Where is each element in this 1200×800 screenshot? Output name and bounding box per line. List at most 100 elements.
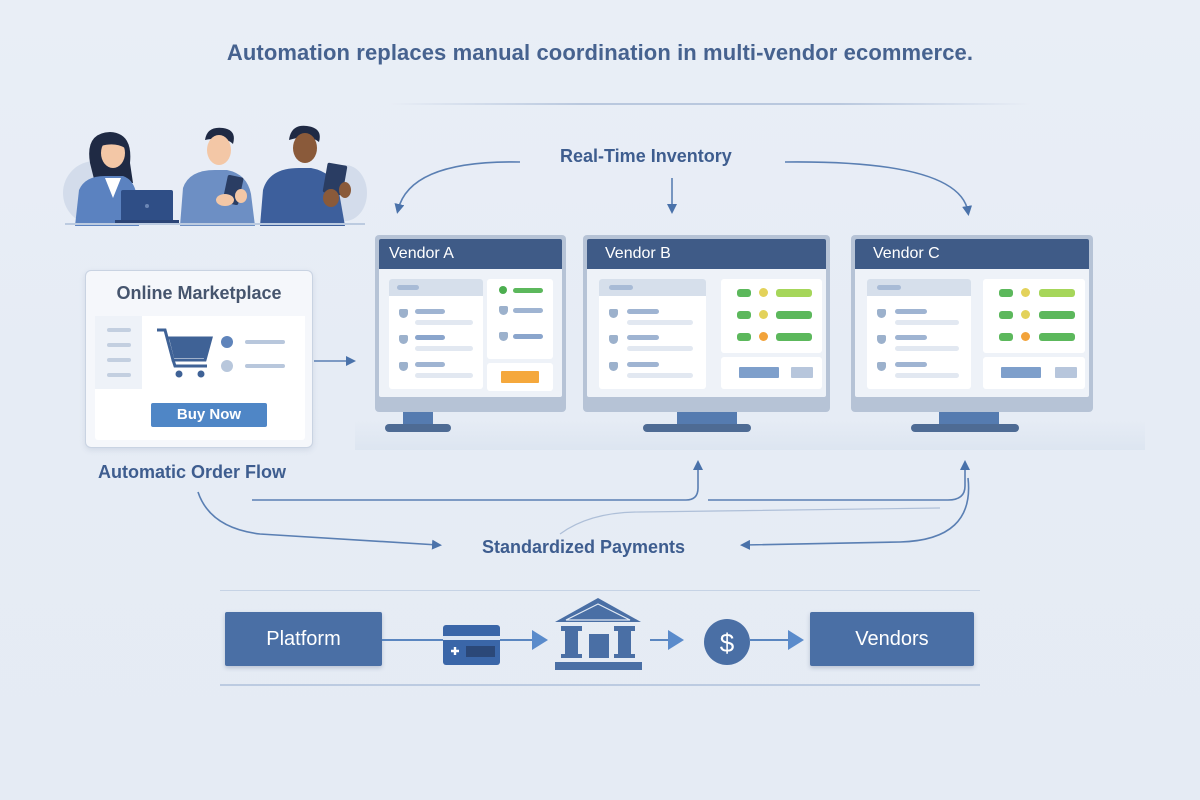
customers-illustration <box>63 125 367 226</box>
action-button[interactable] <box>501 371 539 383</box>
shield-check-icon <box>399 309 408 318</box>
status-bar <box>1039 311 1075 319</box>
monitor-stand <box>677 412 737 426</box>
buy-now-button[interactable]: Buy Now <box>151 403 267 427</box>
status-indicator <box>737 333 751 341</box>
monitor-screen: Vendor B <box>587 239 826 397</box>
monitor-base <box>911 424 1019 432</box>
list-line <box>895 335 927 340</box>
list-line <box>415 335 445 340</box>
list-line <box>627 373 693 378</box>
status-dot <box>759 288 768 297</box>
shield-check-icon <box>499 306 508 315</box>
vendor-a-monitor: Vendor A <box>375 235 566 435</box>
order-arrow-to-vendor-b <box>252 460 703 501</box>
marketplace-content: Buy Now <box>95 316 305 440</box>
list-line <box>415 362 445 367</box>
status-indicator <box>999 333 1013 341</box>
diagram-title: Automation replaces manual coordination … <box>226 40 974 65</box>
list-line <box>895 320 959 325</box>
flow-arrowhead <box>788 630 804 650</box>
secondary-action-button[interactable] <box>791 367 813 378</box>
status-bar <box>776 289 812 297</box>
list-line <box>627 346 693 351</box>
monitor-frame: Vendor A <box>375 235 566 412</box>
order-to-payments-arrow <box>197 491 442 550</box>
list-line <box>627 320 693 325</box>
status-dot <box>1021 332 1030 341</box>
list-line <box>627 362 659 367</box>
dollar-icon: $ <box>704 619 750 665</box>
monitor-screen: Vendor C <box>855 239 1089 397</box>
monitor-frame: Vendor B <box>583 235 830 412</box>
status-dot <box>1021 288 1030 297</box>
monitor-stand <box>403 412 433 426</box>
sidebar-line <box>107 328 131 332</box>
title-divider <box>390 103 1030 105</box>
vendor-title: Vendor A <box>379 239 562 269</box>
option-line <box>245 340 285 344</box>
vendors-box: Vendors <box>810 612 974 666</box>
status-bar <box>776 311 812 319</box>
monitor-screen: Vendor A <box>379 239 562 397</box>
status-indicator <box>737 289 751 297</box>
order-list-panel <box>867 279 971 389</box>
list-line <box>627 309 659 314</box>
payments-link-line <box>559 507 941 535</box>
list-line <box>415 373 473 378</box>
inventory-arrow-vendor-c <box>784 161 973 216</box>
status-line <box>513 334 543 339</box>
status-dot <box>759 310 768 319</box>
monitor-base <box>385 424 451 432</box>
order-list-panel <box>389 279 483 389</box>
list-line <box>627 335 659 340</box>
shield-check-icon <box>609 362 618 371</box>
status-dot <box>1021 310 1030 319</box>
status-dot <box>759 332 768 341</box>
shield-check-icon <box>399 362 408 371</box>
order-arrow-to-vendor-c <box>708 460 970 501</box>
sidebar-line <box>107 358 131 362</box>
secondary-action-button[interactable] <box>1055 367 1077 378</box>
status-line <box>513 288 543 293</box>
list-line <box>415 309 445 314</box>
woman-with-laptop <box>75 132 179 226</box>
credit-card-icon <box>443 625 500 665</box>
status-bar <box>1039 333 1075 341</box>
vendor-to-payments-arrow <box>740 477 970 550</box>
platform-box: Platform <box>225 612 382 666</box>
status-indicator <box>737 311 751 319</box>
online-marketplace-card: Online Marketplace Buy <box>85 270 313 448</box>
option-line <box>245 364 285 368</box>
order-list-panel <box>599 279 706 389</box>
inventory-arrow-vendor-a <box>394 161 521 214</box>
shield-check-icon <box>877 362 886 371</box>
action-panel <box>487 363 553 391</box>
vendor-title: Vendor C <box>855 239 1089 269</box>
monitor-stand <box>939 412 999 426</box>
list-line <box>895 373 959 378</box>
list-line <box>895 346 959 351</box>
status-panel <box>487 279 553 359</box>
status-indicator <box>999 289 1013 297</box>
primary-action-button[interactable] <box>739 367 779 378</box>
shield-check-icon <box>609 335 618 344</box>
shield-check-icon <box>877 309 886 318</box>
marketplace-sidebar <box>95 316 142 389</box>
status-bar <box>776 333 812 341</box>
flow-arrowhead <box>532 630 548 650</box>
shield-check-icon <box>877 335 886 344</box>
list-line <box>895 309 927 314</box>
list-header <box>599 279 706 296</box>
payment-flow-bottom-rule <box>220 684 980 686</box>
dollar-symbol: $ <box>720 628 735 658</box>
status-board <box>983 279 1085 353</box>
shield-check-icon <box>399 335 408 344</box>
action-panel <box>721 357 822 389</box>
primary-action-button[interactable] <box>1001 367 1041 378</box>
desk-line <box>65 223 365 225</box>
status-line <box>513 308 543 313</box>
man-with-phone <box>180 127 255 226</box>
shield-check-icon <box>499 332 508 341</box>
flow-arrowhead <box>668 630 684 650</box>
